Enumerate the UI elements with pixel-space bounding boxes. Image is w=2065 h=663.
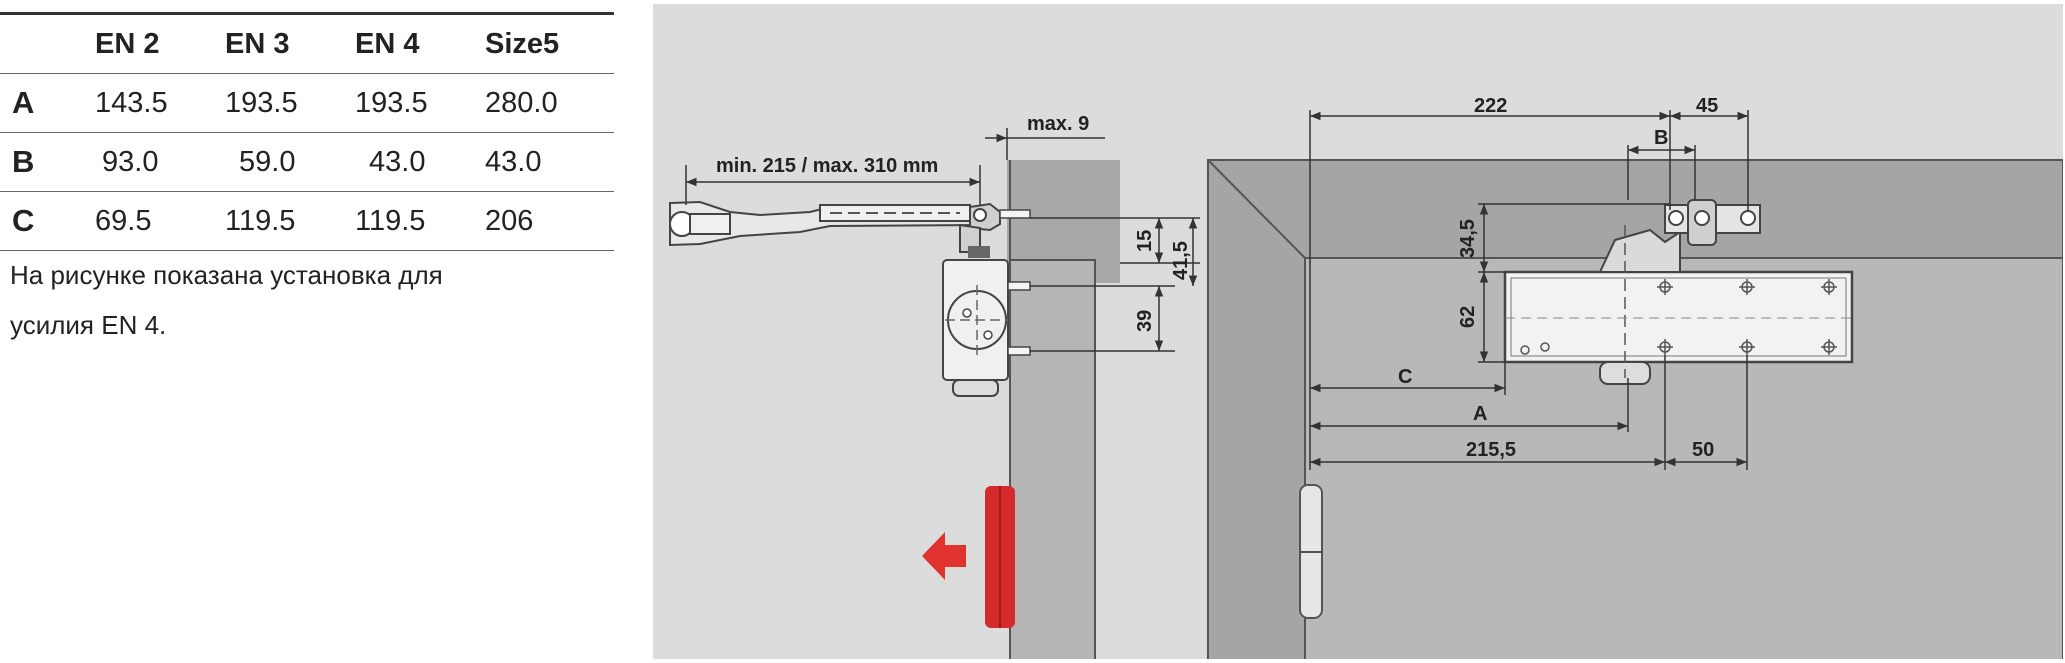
row-label: A [12,85,35,120]
table-cell: 69.5 [95,204,152,237]
dim-C: C [1398,366,1412,388]
dim-222: 222 [1474,95,1507,117]
installation-diagram: min. 215 / max. 310 mm max. 9 15 41,5 39 [653,4,2063,659]
dimension-table: EN 2 EN 3 EN 4 Size5 A 143.5 193.5 193.5… [0,12,614,251]
dim-A: A [1473,403,1487,425]
dim-41-5: 41,5 [1170,241,1192,280]
table-cell: 206 [485,204,534,237]
table-row: A 143.5 193.5 193.5 280.0 [0,74,614,133]
table-cell: 143.5 [95,86,168,119]
table-cell: 119.5 [225,204,296,237]
dim-215-5: 215,5 [1466,439,1516,461]
row-label: C [12,203,35,238]
table-header-row: EN 2 EN 3 EN 4 Size5 [0,13,614,74]
table-cell: 43.0 [485,145,542,178]
closer-arm [669,200,1031,253]
table-cell: 193.5 [225,86,298,119]
dim-39: 39 [1134,310,1156,332]
dim-B: B [1654,127,1668,149]
closer-body-side [942,246,1031,397]
table-row: B 93.0 59.0 43.0 43.0 [0,133,614,192]
left-view: min. 215 / max. 310 mm max. 9 15 41,5 39 [669,113,1200,659]
dimension-table-section: EN 2 EN 3 EN 4 Size5 A 143.5 193.5 193.5… [0,0,620,340]
table-header-cell: EN 3 [225,27,290,60]
table-header-cell: EN 4 [355,27,420,60]
table-cell: 280.0 [485,86,558,119]
note-line: На рисунке показана установка для [10,260,443,290]
table-header-cell [0,14,90,74]
row-label: B [12,144,35,179]
table-cell: 43.0 [369,145,426,178]
table-cell: 193.5 [355,86,428,119]
dim-34-5: 34,5 [1457,219,1479,258]
table-cell: 59.0 [239,145,296,178]
right-dimensions [1309,110,1749,470]
table-header-cell: EN 2 [95,27,160,60]
right-view: 222 45 B 34,5 62 C A 215,5 50 [1207,95,2063,659]
table-cell: 119.5 [355,204,426,237]
note-line: усилия EN 4. [10,310,167,340]
dim-arm-length: min. 215 / max. 310 mm [716,155,938,177]
dim-62: 62 [1457,306,1479,328]
dim-max-9: max. 9 [1027,113,1089,135]
opening-direction-arrow-icon [922,532,966,580]
table-row: C 69.5 119.5 119.5 206 [0,192,614,251]
dim-45: 45 [1696,95,1718,117]
table-header-cell: Size5 [485,27,560,60]
left-dimensions [685,128,1200,352]
dim-15: 15 [1134,230,1156,252]
closer-body-front [1503,199,1854,385]
dim-50: 50 [1692,439,1714,461]
door-leaf [1009,259,1096,659]
installation-note: На рисунке показана установка для усилия… [10,250,570,350]
table-cell: 93.0 [102,145,159,178]
